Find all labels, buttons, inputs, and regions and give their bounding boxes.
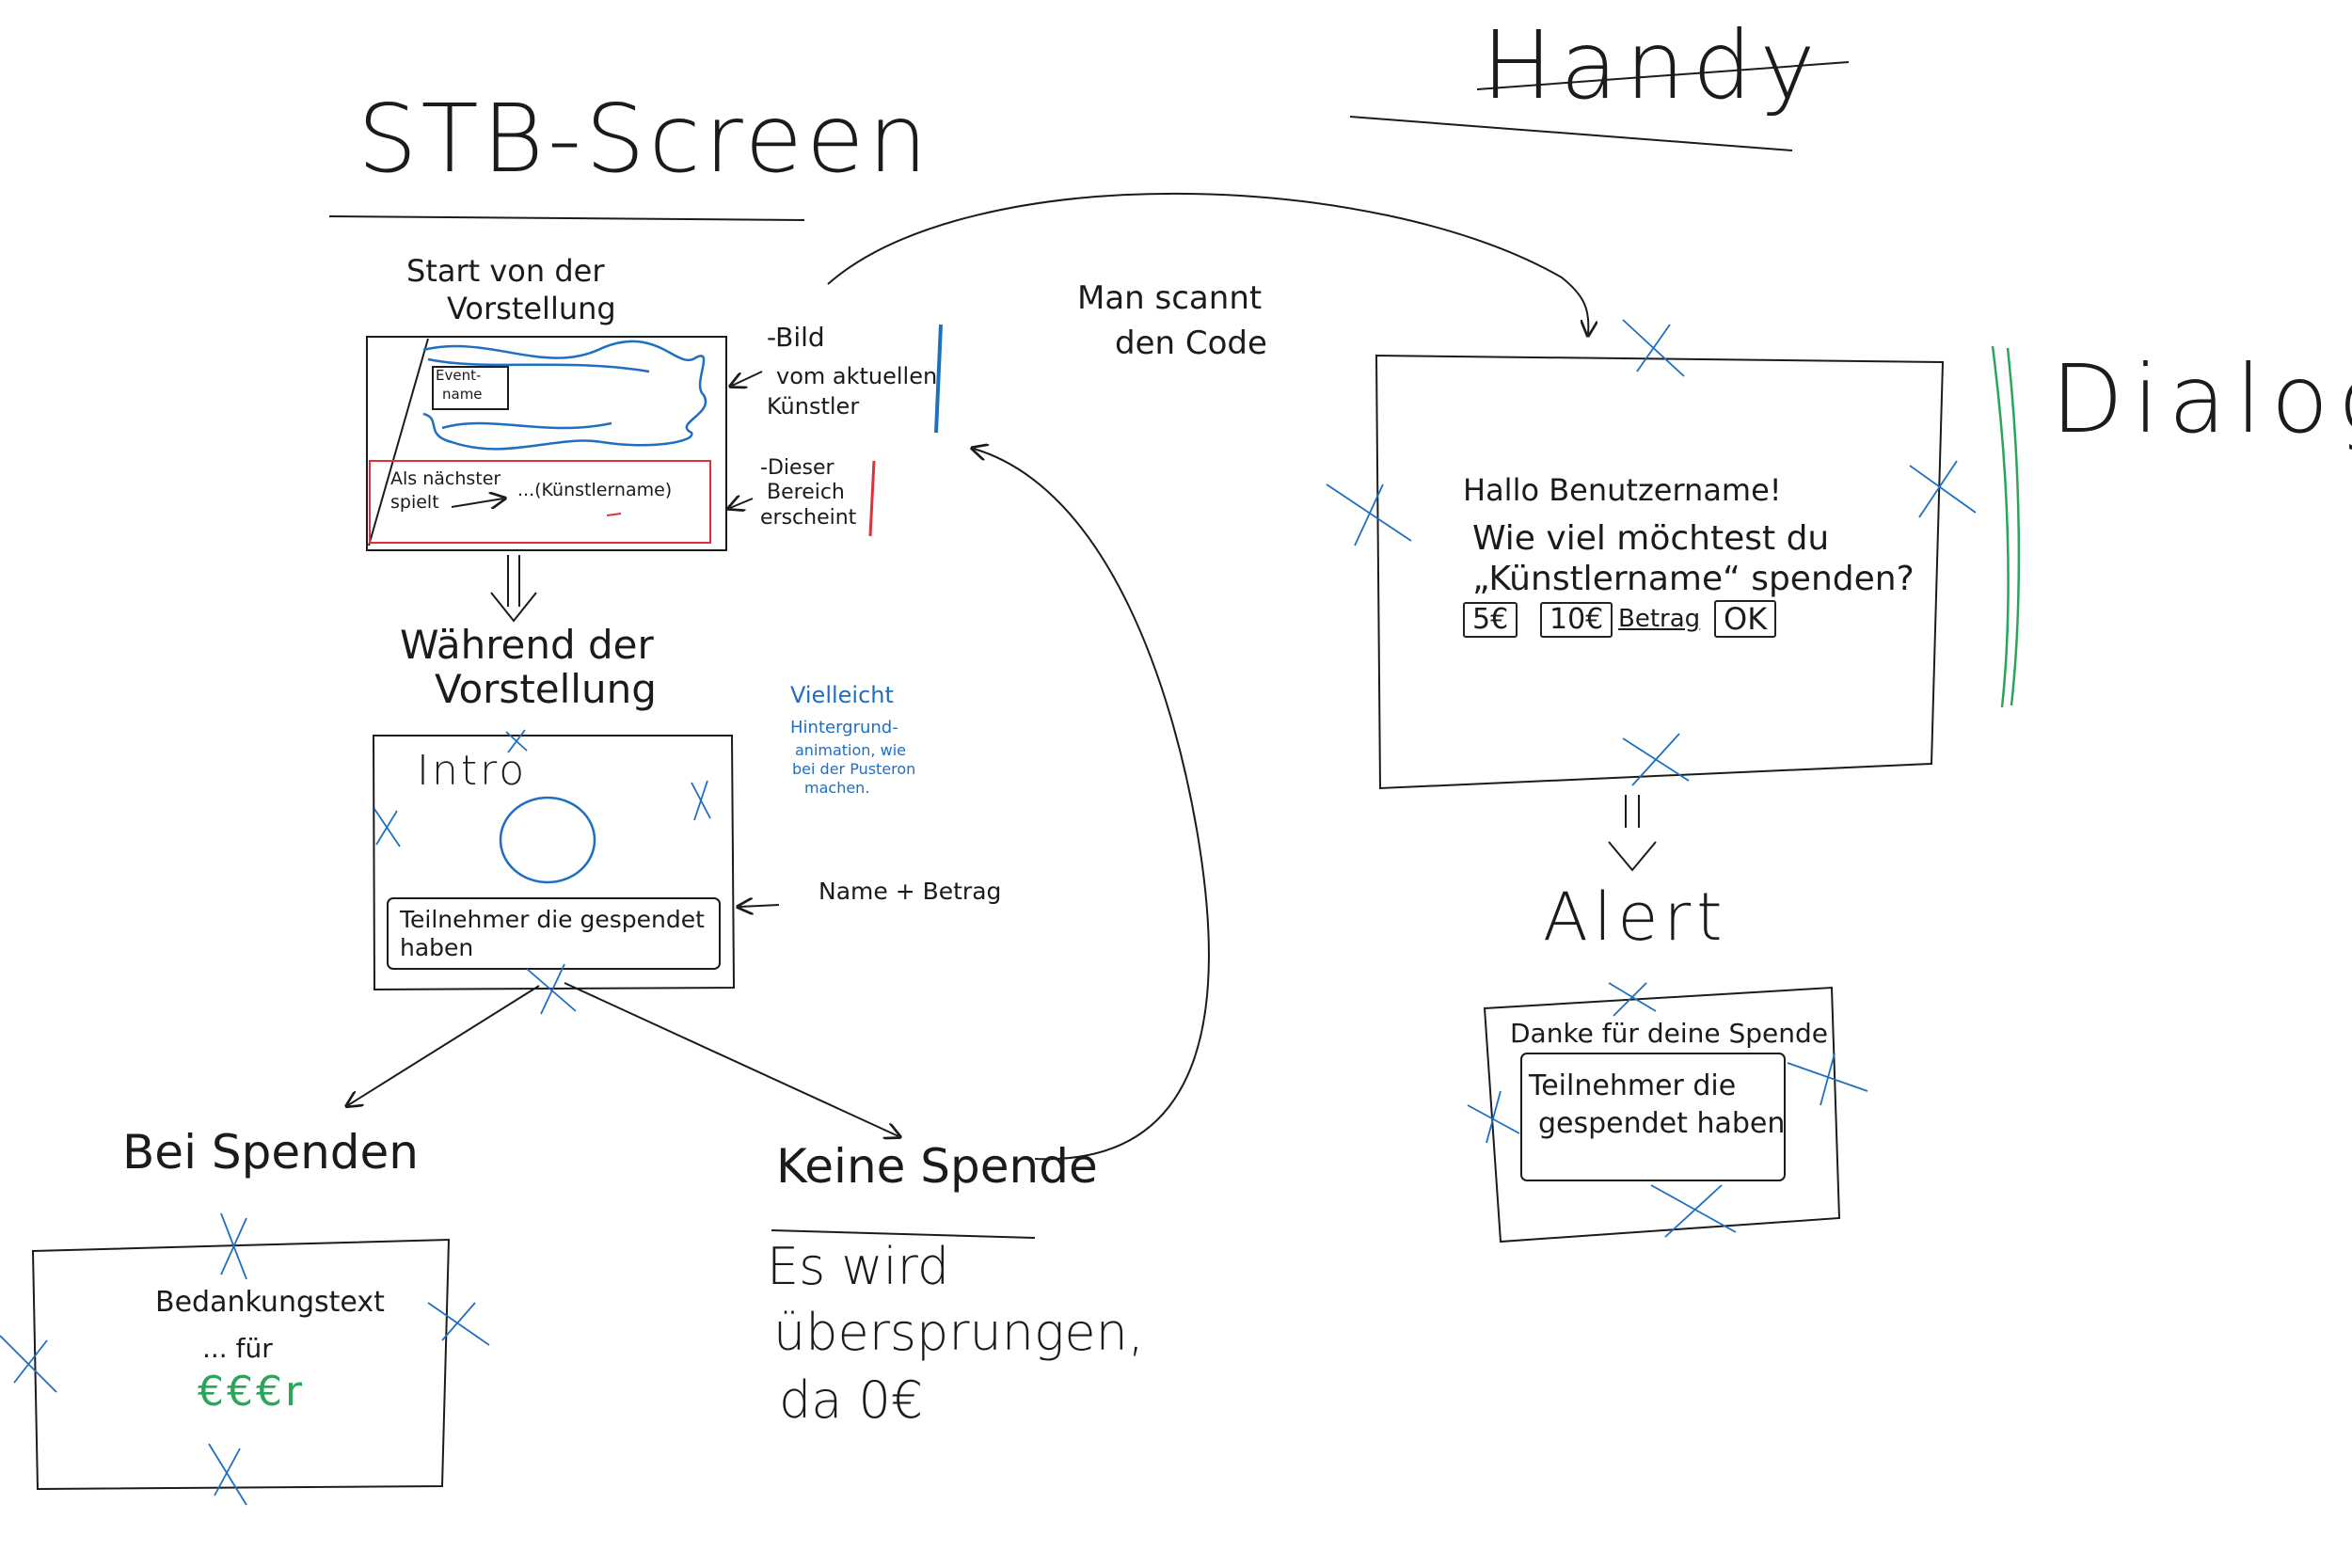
blue-x-marks (0, 319, 1977, 1506)
skipped-text-3: da 0€ (779, 1370, 924, 1430)
red-dash (606, 513, 622, 516)
skipped-text: Es wird (767, 1237, 950, 1296)
thanks-text: Bedankungstext (155, 1286, 385, 1319)
event-name-text-2: name (442, 386, 483, 403)
donation-label: Bei Spenden (122, 1125, 419, 1180)
next-artist-text-2: spielt (390, 492, 439, 513)
amount-text: €€€r (198, 1368, 306, 1416)
dialog-box (1375, 354, 1945, 790)
ok-button[interactable]: OK (1714, 600, 1777, 638)
handy-title-overline (1476, 61, 1850, 90)
intro-circle (499, 796, 596, 884)
donation-screen-box (31, 1238, 451, 1491)
event-name-box (432, 366, 509, 410)
note-area: -Dieser (760, 456, 834, 480)
loop-back-arrow (974, 449, 1210, 1161)
blue-marker-line (934, 324, 943, 434)
note-area-arrow (730, 499, 754, 508)
event-name-text: Event- (436, 367, 482, 384)
name-amount-note: Name + Betrag (818, 878, 1002, 905)
next-artist-name: ...(Künstlername) (517, 480, 673, 500)
maybe-note-3: animation, wie (795, 741, 906, 759)
alert-participants-text: Teilnehmer die (1529, 1069, 1737, 1102)
dialog-greeting: Hallo Benutzername! (1463, 472, 1782, 508)
participants-box (387, 897, 721, 970)
start-screen-box (366, 336, 727, 551)
artist-image-scribble (422, 340, 707, 451)
maybe-note-4: bei der Pusteron (792, 760, 916, 778)
red-marker-line (868, 460, 876, 537)
alert-title: Alert (1543, 879, 1728, 956)
maybe-note: Vielleicht (790, 682, 894, 708)
next-artist-area (369, 460, 711, 544)
no-donation-underline (771, 1229, 1036, 1239)
maybe-note-5: machen. (804, 779, 870, 797)
during-label-2: Vorstellung (435, 666, 657, 712)
participants-text-2: haben (400, 934, 474, 961)
dialog-question-2: „Künstlername“ spenden? (1472, 560, 1915, 598)
start-to-during-arrow (490, 555, 537, 623)
scan-note-2: den Code (1115, 325, 1267, 362)
name-amount-arrow (739, 905, 780, 907)
start-label: Start von der (406, 253, 605, 289)
donate-10-button[interactable]: 10€ (1540, 602, 1613, 638)
alert-participants-box (1520, 1053, 1786, 1181)
dialog-green-bar (1991, 345, 2021, 708)
note-image-arrow (732, 371, 763, 386)
no-donation-label: Keine Spende (776, 1139, 1098, 1194)
dialog-title: Dialog (2051, 344, 2352, 454)
dialog-question: Wie viel möchtest du (1472, 519, 1830, 558)
handy-title: Handy (1482, 10, 1823, 120)
alert-thanks-text: Danke für deine Spende (1510, 1018, 1828, 1049)
note-image-2: vom aktuellen (776, 363, 938, 389)
note-image: -Bild (767, 322, 825, 353)
start-label-2: Vorstellung (447, 291, 616, 326)
maybe-note-2: Hintergrund- (790, 718, 898, 737)
for-text: ... für (202, 1333, 273, 1364)
during-to-no-donation-arrow (564, 982, 898, 1136)
participants-text: Teilnehmer die gespendet (400, 906, 705, 933)
scan-arrow (827, 192, 1588, 334)
amount-input[interactable]: Betrag (1618, 605, 1701, 633)
dialog-to-alert-arrow (1608, 795, 1657, 872)
alert-box (1483, 986, 1841, 1243)
stb-title-underline (328, 215, 805, 221)
stb-screen-title: STB-Screen (358, 84, 931, 194)
during-to-donation-arrow (348, 985, 540, 1105)
donate-5-button[interactable]: 5€ (1463, 602, 1518, 638)
during-screen-box (372, 735, 736, 991)
next-artist-text: Als nächster (390, 468, 501, 489)
intro-label: Intro (417, 747, 528, 795)
next-artist-arrow (451, 499, 503, 507)
during-label: Während der (400, 622, 654, 668)
skipped-text-2: übersprungen, (773, 1303, 1145, 1362)
scan-note: Man scannt (1077, 279, 1263, 317)
start-screen-diagonal (368, 338, 429, 546)
handy-title-underline (1349, 116, 1793, 151)
note-image-3: Künstler (767, 393, 860, 420)
note-area-2: Bereich (767, 481, 845, 504)
note-area-3: erscheint (760, 506, 857, 530)
alert-participants-text-2: gespendet haben (1538, 1107, 1786, 1140)
